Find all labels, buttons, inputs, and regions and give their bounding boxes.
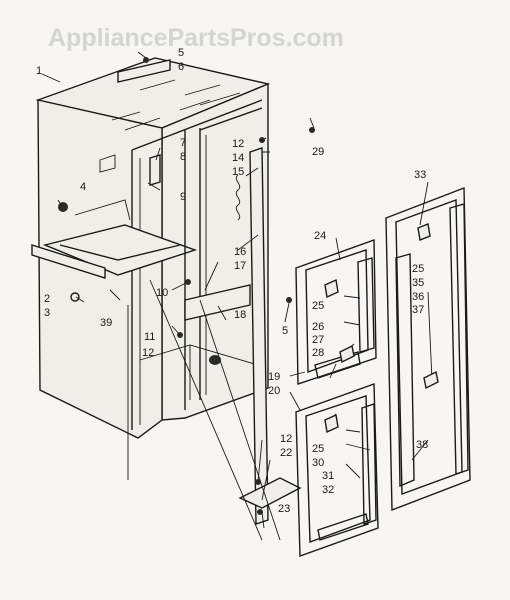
callout-30: 30: [312, 457, 324, 469]
screw-12-top: [259, 137, 265, 143]
gasket-frame-31: [295, 383, 379, 557]
callout-29: 29: [312, 146, 324, 158]
shelf-edge: [59, 244, 181, 261]
callout-8: 8: [180, 151, 186, 163]
callout-25-lower: 25: [312, 443, 324, 455]
callout-6: 6: [178, 61, 184, 73]
cap-2: [70, 292, 80, 302]
callout-32: 32: [322, 484, 334, 496]
watermark-text: AppliancePartsPros.com: [48, 24, 344, 52]
callout-27: 27: [312, 334, 324, 346]
callout-38: 38: [416, 439, 428, 451]
top-clip-6: [117, 59, 171, 83]
callout-9: 9: [180, 191, 186, 203]
callout-14: 14: [232, 152, 244, 164]
callout-18: 18: [234, 309, 246, 321]
clip-27: [339, 344, 355, 364]
callout-16: 16: [234, 246, 246, 258]
callout-31: 31: [322, 470, 334, 482]
cabinet-front-frame: [131, 99, 263, 430]
screw-23: [257, 509, 263, 515]
gasket-frame-33: [385, 186, 471, 512]
long-leaders: [127, 279, 281, 541]
callout-39: 39: [100, 317, 112, 329]
callout-37: 37: [412, 304, 424, 316]
hinge-plate: [184, 284, 251, 321]
callout-11: 11: [144, 331, 155, 343]
callout-12-mid: 12: [142, 347, 154, 359]
bottom-hinge-plate: [238, 477, 302, 509]
front-rail: [31, 244, 106, 279]
callout-labels: 1 5 6 7 8 9 4 12 14 15 29 33 24 2 3 39 1…: [36, 47, 428, 515]
callout-3: 3: [44, 307, 50, 319]
spring-15: [235, 174, 241, 221]
callout-7: 7: [180, 137, 186, 149]
callout-19: 19: [268, 371, 280, 383]
callout-23: 23: [278, 503, 290, 515]
clip-37: [423, 370, 439, 390]
callout-25-upper: 25: [312, 300, 324, 312]
bracket-7: [149, 154, 161, 186]
clip-25-upper: [324, 278, 339, 299]
callout-26: 26: [312, 321, 324, 333]
callout-5: 5: [178, 47, 184, 59]
callout-12-bottom: 12: [280, 433, 292, 445]
callout-24: 24: [314, 230, 326, 242]
callout-2: 2: [44, 293, 50, 305]
callout-20: 20: [268, 385, 280, 397]
hinge-18-ring: [209, 355, 221, 365]
screw-29: [309, 127, 315, 133]
callout-35: 35: [412, 277, 424, 289]
callout-28: 28: [312, 347, 324, 359]
callout-33: 33: [414, 169, 426, 181]
callout-10: 10: [156, 287, 168, 299]
vertical-trim-strip: [249, 147, 269, 525]
callout-17: 17: [234, 260, 246, 272]
screw-5-top: [143, 57, 149, 63]
ice-tray-outline: [74, 199, 131, 221]
clip-25-lower: [324, 413, 339, 434]
screw-10: [185, 279, 191, 285]
cabinet-assembly: [31, 57, 315, 525]
callout-25-tall: 25: [412, 263, 424, 275]
callout-4: 4: [80, 181, 86, 193]
callout-36: 36: [412, 291, 424, 303]
callout-15: 15: [232, 166, 244, 178]
callout-1: 1: [36, 65, 42, 77]
screw-5-mid: [286, 297, 292, 303]
bracket-outline: [99, 154, 116, 173]
frame-inner-lines: [139, 135, 207, 425]
gasket-frame-24: [295, 239, 377, 385]
clip-25-tall: [417, 223, 431, 241]
callout-5-mid: 5: [282, 325, 288, 337]
callout-22: 22: [280, 447, 292, 459]
callout-12-top: 12: [232, 138, 244, 150]
